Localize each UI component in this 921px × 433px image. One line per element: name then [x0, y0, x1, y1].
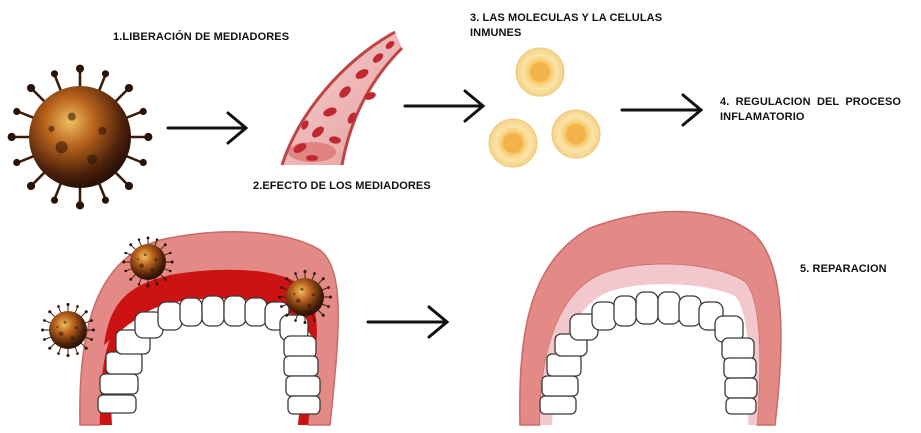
immune-cell-icon: [489, 119, 537, 167]
arrow-right-icon: [405, 91, 483, 121]
healthy-gum-icon: [520, 212, 781, 425]
blood-vessel-icon: [282, 32, 402, 165]
virus-icon: [278, 270, 332, 324]
immune-cell-icon: [516, 48, 564, 96]
virus-icon: [122, 236, 173, 287]
inflamed-gum-icon: [80, 232, 338, 425]
virus-icon: [41, 303, 95, 357]
arrow-right-icon: [622, 95, 701, 125]
arrow-right-icon: [168, 113, 246, 143]
virus-icon: [8, 65, 153, 210]
immune-cell-icon: [552, 110, 600, 158]
arrow-right-icon: [368, 307, 447, 337]
